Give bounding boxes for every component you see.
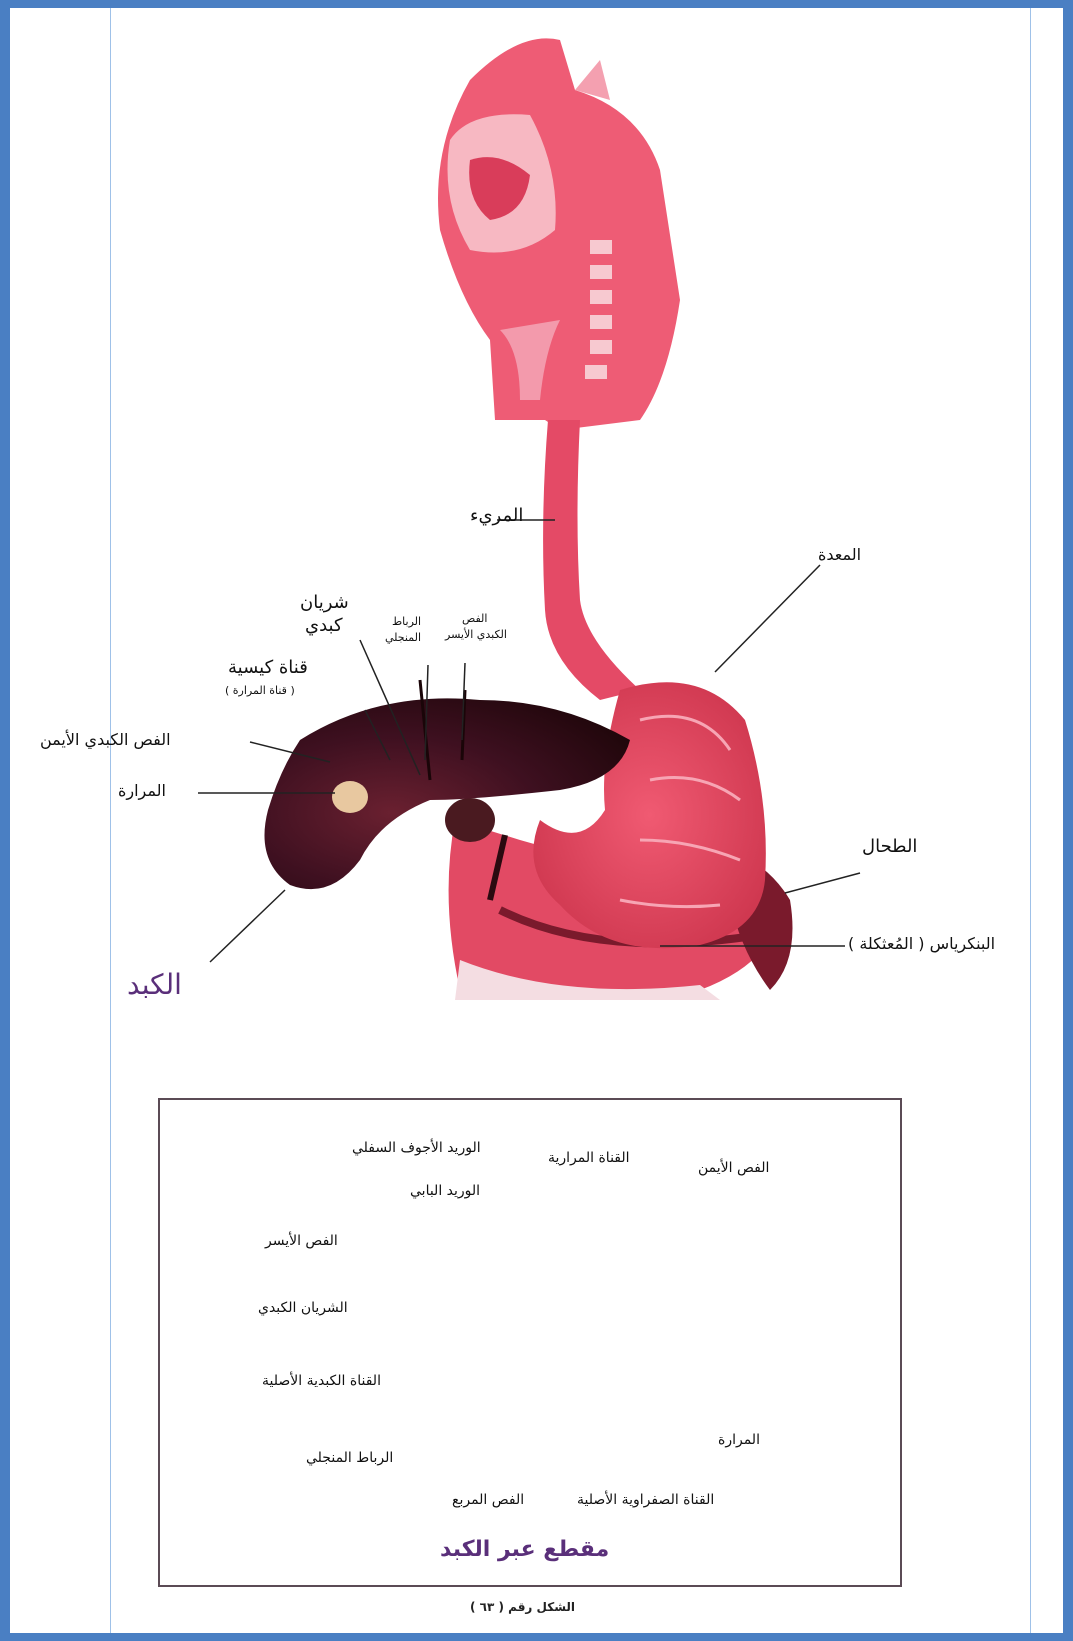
label-spleen: الطحال — [862, 836, 917, 857]
label-falciform-ligament-2: المنجلي — [385, 631, 421, 644]
esophagus-tube — [543, 420, 640, 700]
label-hepatic-artery-2: كبدي — [305, 615, 343, 636]
label-falciform-ligament-1: الرباط — [392, 615, 421, 628]
label-portal-vein: الوريد البابي — [410, 1183, 480, 1199]
label-gallbladder: المرارة — [118, 781, 166, 800]
label-left-lobe-1: الفص — [462, 612, 487, 625]
inset-title: مقطع عبر الكبد — [440, 1537, 609, 1562]
label-liver-title: الكبد — [127, 968, 182, 1001]
label-cystic-duct: قناة كيسية — [228, 657, 308, 678]
label-common-bile-duct: القناة الصفراوية الأصلية — [577, 1492, 714, 1508]
label-esophagus: المريء — [470, 505, 523, 526]
liver-section-frame — [158, 1098, 902, 1587]
label-stomach: المعدة — [818, 545, 861, 564]
label-bile-duct: القناة المرارية — [548, 1150, 630, 1166]
label-inset-left-lobe: الفص الأيسر — [265, 1233, 338, 1249]
label-inset-right-lobe: الفص الأيمن — [698, 1160, 769, 1176]
head-section — [438, 38, 680, 430]
label-right-lobe: الفص الكبدي الأيمن — [40, 730, 171, 749]
label-main-hepatic-duct: القناة الكبدية الأصلية — [262, 1373, 381, 1389]
label-inferior-vena-cava: الوريد الأجوف السفلي — [352, 1140, 481, 1156]
label-inset-hepatic-artery: الشريان الكبدي — [258, 1300, 348, 1316]
label-hepatic-artery-1: شريان — [300, 592, 349, 613]
gallbladder-shape — [332, 781, 368, 813]
label-pancreas: البنكرياس ( المُعثكلة ) — [848, 934, 995, 953]
label-inset-falciform-ligament: الرباط المنجلي — [306, 1450, 393, 1466]
label-inset-gallbladder: المرارة — [718, 1432, 760, 1448]
label-left-lobe-2: الكبدي الأيسر — [445, 628, 507, 641]
figure-caption: الشكل رقم ( ٦٣ ) — [470, 1600, 575, 1614]
label-cystic-duct-note: ( قناة المرارة ) — [225, 684, 295, 697]
label-quadrate-lobe: الفص المربع — [452, 1492, 524, 1508]
